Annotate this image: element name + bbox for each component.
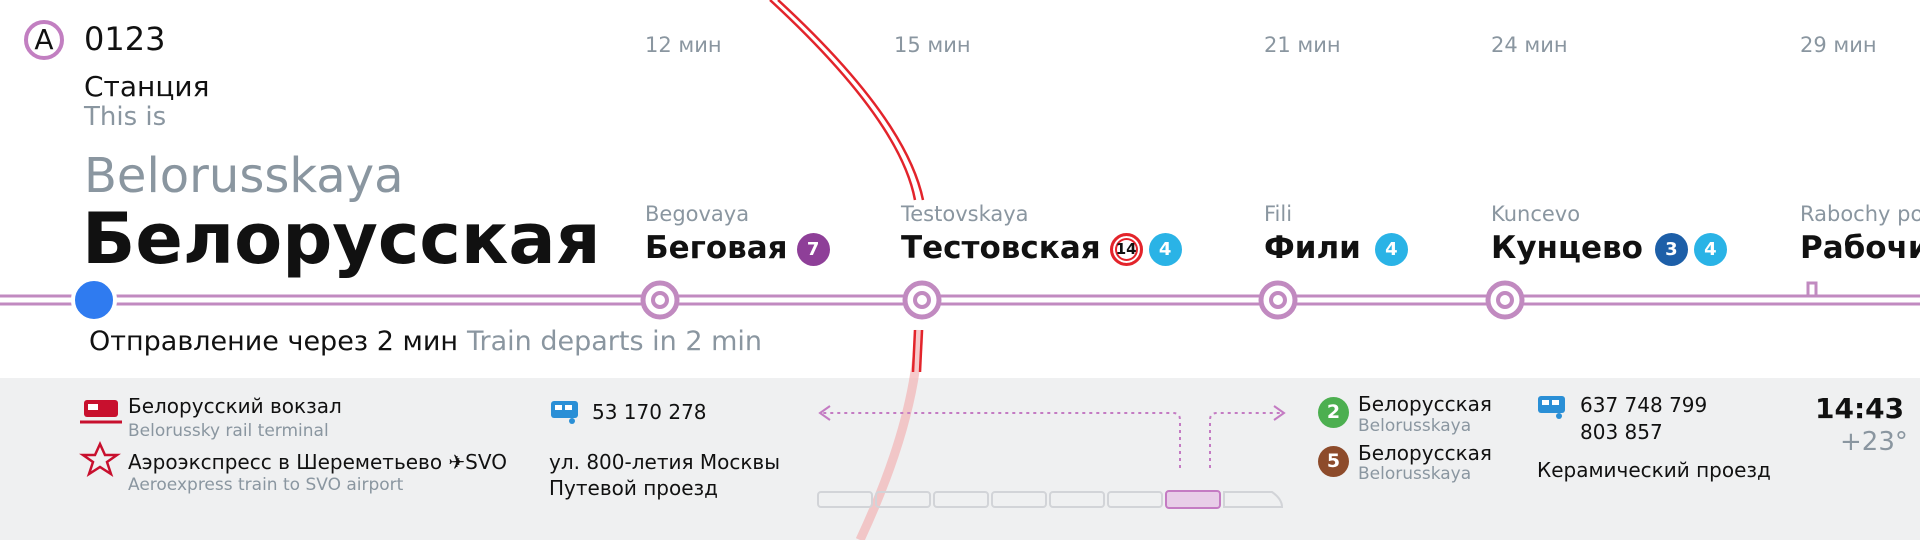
- stop-time: 21 мин: [1264, 33, 1341, 57]
- metro-line-badge: 5: [1318, 446, 1349, 477]
- current-station-en: Belorusskaya: [84, 148, 404, 204]
- metro-line-badge: 4: [1148, 233, 1182, 266]
- bus-icon: [551, 401, 578, 424]
- temperature: +23°: [1840, 427, 1908, 457]
- metro-line-badge: 4: [1693, 233, 1727, 266]
- stop-time: 15 мин: [894, 33, 971, 57]
- bus-routes: 53 170 278: [592, 400, 707, 424]
- stop-name-ru: Фили 4: [1264, 230, 1408, 266]
- stop-label: Тестовская: [901, 230, 1101, 266]
- stop-marker-testovskaya: [902, 280, 942, 320]
- stop-label: Фили: [1264, 230, 1361, 266]
- departure-text-en: Train departs in 2 min: [467, 326, 763, 357]
- route-branch-mark: [1806, 281, 1818, 296]
- exit-arrow-right: [1209, 412, 1282, 468]
- rail-terminal-ru: Белорусский вокзал: [128, 394, 342, 418]
- stop-label: Кунцево: [1491, 230, 1643, 266]
- metro-line-badge: 7: [796, 233, 830, 266]
- metro-transfer-ru: Белорусская: [1358, 441, 1492, 465]
- this-is-label: This is: [84, 102, 167, 132]
- stop-name-ru: Рабочи: [1800, 230, 1920, 266]
- train-cars: [817, 490, 1284, 509]
- stop-name-en: Kuncevo: [1491, 202, 1581, 226]
- your-car: [1165, 490, 1221, 509]
- bus-icon-2: [1538, 396, 1565, 419]
- mcc-ring-faded: [855, 329, 924, 540]
- mcc-ring-line-inner: [777, 0, 925, 201]
- train-number: 0123: [84, 20, 166, 58]
- bus-routes-2-line2: 803 857: [1580, 420, 1663, 444]
- aeroexpress-star-icon: [79, 440, 121, 477]
- street-2: Путевой проезд: [549, 476, 718, 500]
- aeroexpress-ru: Аэроэкспресс в Шереметьево ✈SVO: [128, 450, 507, 474]
- current-station-ru: Белорусская: [82, 198, 601, 280]
- mcc-ring-line: [769, 0, 917, 201]
- aeroexpress-en: Aeroexpress train to SVO airport: [128, 475, 404, 495]
- departure-text-ru: Отправление через 2 мин: [89, 326, 459, 357]
- current-position-marker: [71, 277, 117, 323]
- train-icon: [80, 400, 122, 424]
- stop-marker-kuncevo: [1485, 280, 1525, 320]
- mcc-ring-lower: [918, 329, 924, 373]
- stop-name-en: Begovaya: [645, 202, 750, 226]
- exit-arrow-left: [822, 412, 1181, 468]
- stop-name-en: Testovskaya: [901, 202, 1029, 226]
- stop-name-en: Fili: [1264, 202, 1293, 226]
- rail-terminal-en: Belorussky rail terminal: [128, 421, 329, 441]
- metro-line-badge: 4: [1374, 233, 1408, 266]
- mcd-ring-badge: 14: [1109, 233, 1143, 266]
- metro-line-badge: 3: [1654, 233, 1688, 266]
- arrow-left-head: [818, 405, 831, 421]
- stop-time: 29 мин: [1800, 33, 1877, 57]
- metro-transfer-ru: Белорусская: [1358, 392, 1492, 416]
- stop-label: Беговая: [645, 230, 788, 266]
- metro-transfer-5: 5: [1318, 446, 1349, 477]
- metro-line-badge: 2: [1318, 397, 1349, 428]
- metro-transfer-en: Belorusskaya: [1358, 416, 1472, 436]
- arrow-right-head: [1273, 405, 1286, 421]
- metro-transfer-en: Belorusskaya: [1358, 464, 1472, 484]
- stop-marker-fili: [1258, 280, 1298, 320]
- station-label: Станция: [84, 70, 210, 103]
- street-1: ул. 800-летия Москвы: [549, 450, 780, 474]
- stop-name-en: Rabochy po: [1800, 202, 1920, 226]
- clock: 14:43: [1815, 392, 1905, 425]
- street-3: Керамический проезд: [1537, 458, 1771, 482]
- route-badge: A: [24, 20, 64, 60]
- stop-time: 24 мин: [1491, 33, 1568, 57]
- stop-time: 12 мин: [645, 33, 722, 57]
- bus-routes-2-line1: 637 748 799: [1580, 393, 1708, 417]
- transfer-panel: [0, 378, 1920, 540]
- stop-marker-begovaya: [640, 280, 680, 320]
- metro-transfer-2: 2: [1318, 397, 1349, 428]
